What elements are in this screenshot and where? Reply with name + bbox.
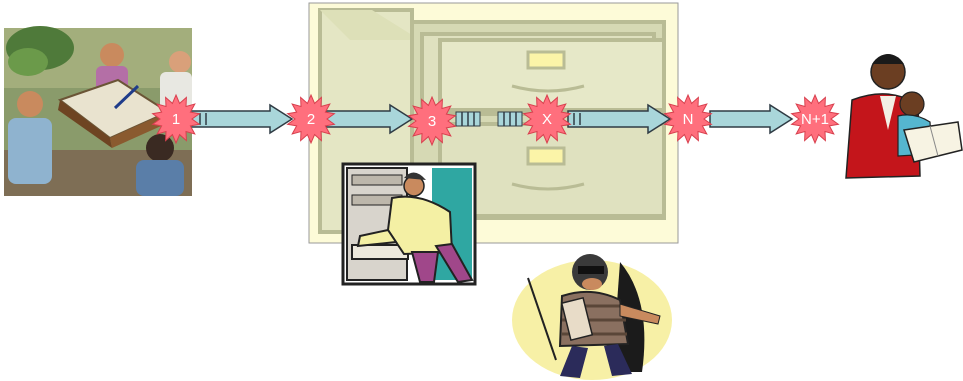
step-label: 2 <box>307 111 315 128</box>
step-label: N <box>683 111 694 128</box>
thief-clipart <box>512 254 672 380</box>
step-label: N+1 <box>801 111 829 128</box>
step-label: 3 <box>428 113 436 130</box>
step-label: X <box>542 111 552 128</box>
clerk-at-cabinet-clipart <box>343 164 475 284</box>
arrow-n-to-n1 <box>710 105 792 133</box>
step-burst-n-plus-1: N+1 <box>792 95 839 143</box>
step-label: 1 <box>172 111 180 128</box>
parent-reading-to-child-clipart <box>846 54 962 178</box>
